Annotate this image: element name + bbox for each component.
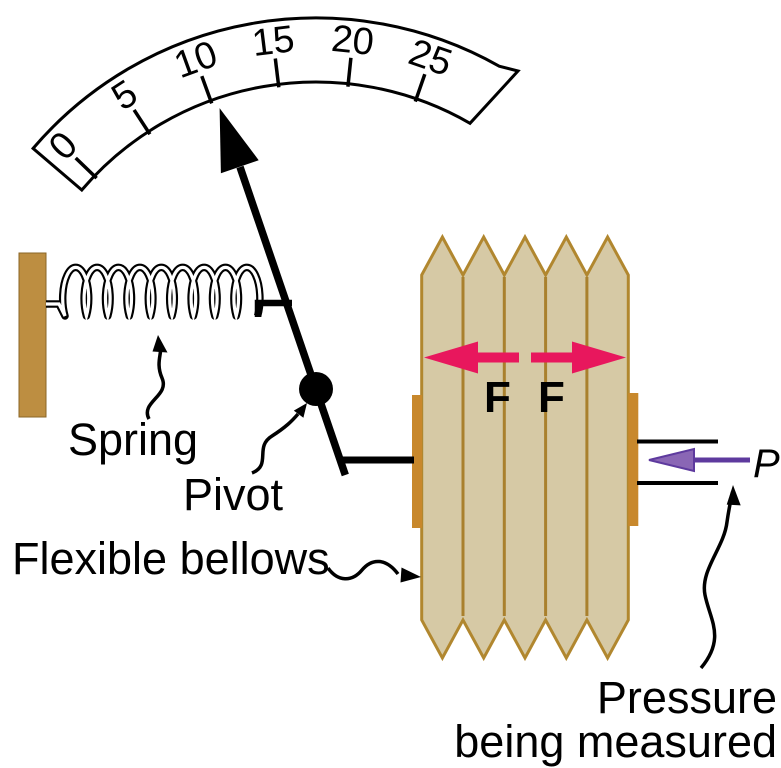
pivot-dot — [299, 372, 333, 406]
pivot-pointer-squiggle — [251, 412, 300, 475]
scale-band — [30, 16, 521, 193]
scale-label-20: 20 — [329, 18, 375, 64]
pressure-label-line2: being measured — [454, 716, 777, 767]
bellows-right-plate — [628, 393, 639, 526]
scale-label-15: 15 — [250, 18, 297, 65]
pressure-symbol-label: P — [753, 442, 780, 486]
wall-anchor — [18, 252, 47, 418]
pressure-inlet: P — [637, 439, 780, 486]
pivot-label: Pivot — [183, 469, 284, 520]
bellows-pointer-squiggle — [326, 559, 400, 581]
force-label-left: F — [484, 373, 511, 422]
flexible-bellows-label: Flexible bellows — [12, 533, 330, 584]
needle-arrowhead-icon — [219, 108, 259, 174]
flexible-bellows: F F — [412, 233, 639, 662]
force-label-right: F — [538, 373, 565, 422]
spring-needle-bracket — [254, 299, 292, 317]
scale-tick-5 — [132, 108, 152, 136]
bellows-body — [420, 233, 630, 662]
scale-tick-0 — [74, 156, 98, 180]
pivot-pointer-arrowhead-icon — [293, 403, 307, 418]
scale-ticks — [74, 57, 427, 180]
pressure-pointer-squiggle — [699, 491, 735, 670]
text-labels: Spring Pivot Flexible bellows Pressure b… — [12, 414, 777, 767]
spring-pointer-arrowhead-icon — [152, 335, 168, 353]
pressure-pointer-arrowhead-icon — [726, 485, 741, 506]
pointer-arrows — [145, 335, 741, 670]
scale-tick-20 — [346, 57, 353, 87]
force-arrow-right-icon — [531, 341, 626, 374]
needle-shaft — [236, 165, 349, 477]
scale-tick-15 — [273, 58, 281, 88]
scale-tick-25 — [413, 73, 427, 103]
spring-pointer-squiggle — [145, 344, 166, 420]
pressure-arrow-head-icon — [648, 447, 695, 473]
spring-label: Spring — [68, 414, 198, 465]
bellows-creases — [461, 277, 589, 616]
force-arrow-left-icon — [424, 341, 519, 374]
spring-coil — [46, 263, 292, 322]
bellows-pointer-arrowhead-icon — [400, 567, 421, 583]
spring-coil-core — [46, 265, 262, 322]
scale-tick-10 — [200, 75, 214, 104]
dial-scale: 0 5 10 15 20 25 — [30, 16, 521, 193]
bellows-left-plate — [412, 395, 422, 528]
pressure-label-line1: Pressure — [597, 672, 777, 723]
needle-assembly — [219, 108, 414, 477]
